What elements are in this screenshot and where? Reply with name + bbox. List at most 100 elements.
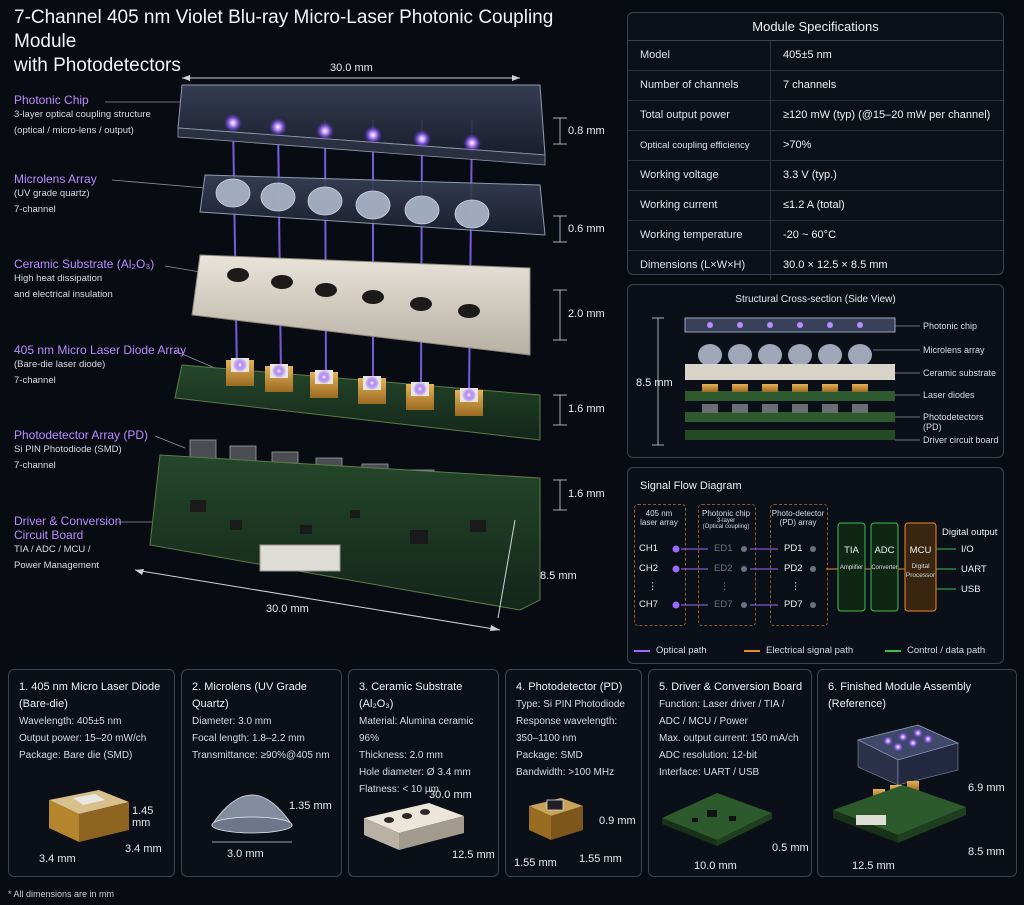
card-line: Material: Alumina ceramic xyxy=(359,716,474,727)
channel-label: CH2 xyxy=(639,563,659,574)
card-title: 4. Photodetector (PD) xyxy=(516,681,623,693)
card-line: ADC resolution: 12-bit xyxy=(659,750,757,761)
card-driver-board: 5. Driver & Conversion Board Function: L… xyxy=(648,669,812,877)
cross-section-height: 8.5 mm xyxy=(636,377,673,389)
ed-label: ED1 xyxy=(714,543,733,554)
spec-row: Optical coupling efficiency>70% xyxy=(628,131,1003,161)
laser-diode-illustration xyxy=(49,790,129,842)
dim: 10.0 mm xyxy=(694,860,737,872)
dim: 30.0 mm xyxy=(429,789,472,801)
thickness-photonic-chip: 0.8 mm xyxy=(568,125,605,137)
dim: 3.0 mm xyxy=(227,848,264,860)
output-uart: UART xyxy=(961,564,987,575)
card-line: 96% xyxy=(359,733,380,744)
adc-sub: Converter xyxy=(871,565,898,571)
dim: 6.9 mm xyxy=(968,782,1005,794)
legend-electrical: Electrical signal path xyxy=(766,645,854,656)
thickness-ceramic: 2.0 mm xyxy=(568,308,605,320)
card-line: Package: Bare die (SMD) xyxy=(19,750,133,761)
ceramic-illustration xyxy=(364,803,464,850)
card-line: ADC / MCU / Power xyxy=(659,716,748,727)
legend-optical: Optical path xyxy=(656,645,707,656)
card-line: Response wavelength: xyxy=(516,716,618,727)
dim: 12.5 mm xyxy=(452,849,495,861)
card-ceramic-substrate: 3. Ceramic Substrate (Al₂O₃) Material: A… xyxy=(348,669,499,877)
pd-label: ⋮ xyxy=(791,581,801,592)
card-title: 5. Driver & Conversion Board xyxy=(659,681,803,693)
card-title: 2. Microlens (UV Grade Quartz) xyxy=(192,681,307,710)
legend-control: Control / data path xyxy=(907,645,986,656)
card-line: Function: Laser driver / TIA / xyxy=(659,699,785,710)
card-line: Type: Si PIN Photodiode xyxy=(516,699,625,710)
card-line: Transmittance: ≥90%@405 nm xyxy=(192,750,330,761)
cross-section-drawing xyxy=(652,317,920,446)
spec-row: Total output power≥120 mW (typ) (@15–20 … xyxy=(628,101,1003,131)
driver-board-illustration xyxy=(662,793,772,846)
thickness-pd-board: 1.6 mm xyxy=(568,488,605,500)
mcu-block: MCU xyxy=(909,545,932,556)
thickness-microlens: 0.6 mm xyxy=(568,223,605,235)
card-line: 350–1100 nm xyxy=(516,733,577,744)
card-title: 1. 405 nm Micro Laser Diode(Bare-die) xyxy=(19,681,161,710)
dim: 1.35 mm xyxy=(289,800,332,812)
card-line: Interface: UART / USB xyxy=(659,767,760,778)
card-finished-module: 6. Finished Module Assembly(Reference) 6… xyxy=(817,669,1017,877)
photonic-chip-box xyxy=(698,504,756,626)
output-io: I/O xyxy=(961,544,974,555)
cs-label-laser-diodes: Laser diodes xyxy=(923,390,975,400)
card-title: 3. Ceramic Substrate (Al₂O₃) xyxy=(359,681,463,710)
label-microlens-array: Microlens Array (UV grade quartz) 7-chan… xyxy=(14,172,97,215)
top-dimension: 30.0 mm xyxy=(330,62,373,74)
channel-label: ⋮ xyxy=(648,581,658,592)
dim: 0.9 mm xyxy=(599,815,636,827)
label-driver-board: Driver & Conversion Circuit Board TIA / … xyxy=(14,514,122,571)
pd-array-box xyxy=(770,504,828,626)
dim: 3.4 mm xyxy=(125,843,162,855)
ed-label: ED2 xyxy=(714,563,733,574)
bottom-dimension: 30.0 mm xyxy=(266,603,309,615)
card-title: 6. Finished Module Assembly(Reference) xyxy=(828,681,972,710)
card-line: Diameter: 3.0 mm xyxy=(192,716,272,727)
pd-label: PD7 xyxy=(784,599,803,610)
spec-row: Working current≤1.2 A (total) xyxy=(628,191,1003,221)
card-line: Hole diameter: Ø 3.4 mm xyxy=(359,767,471,778)
tia-sub: Amplifier xyxy=(839,565,864,571)
card-line: Max. output current: 150 mA/ch xyxy=(659,733,799,744)
cross-section-title: Structural Cross-section (Side View) xyxy=(735,294,896,305)
page-title: 7-Channel 405 nm Violet Blu-ray Micro-La… xyxy=(14,6,614,78)
card-line: Flatness: < 10 μm xyxy=(359,784,439,795)
digital-output-header: Digital output xyxy=(942,527,998,538)
spec-row: Dimensions (L×W×H)30.0 × 12.5 × 8.5 mm xyxy=(628,251,1003,280)
label-laser-diode-array: 405 nm Micro Laser Diode Array (Bare-die… xyxy=(14,343,187,386)
exploded-view-diagram xyxy=(105,75,567,631)
card-line: Wavelength: 405±5 nm xyxy=(19,716,122,727)
mcu-sub-2: Processor xyxy=(905,572,936,579)
card-photodetector: 4. Photodetector (PD) Type: Si PIN Photo… xyxy=(505,669,642,877)
cross-section-panel: Structural Cross-section (Side View) 8.5… xyxy=(627,284,1004,458)
spec-row: Working temperature-20 ~ 60°C xyxy=(628,221,1003,251)
cs-label-photodetectors: Photodetectors (PD) xyxy=(923,412,984,432)
card-line: Package: SMD xyxy=(516,750,583,761)
ed-label: ⋮ xyxy=(720,581,730,592)
label-photonic-chip: Photonic Chip 3-layer optical coupling s… xyxy=(14,93,151,136)
cs-label-ceramic: Ceramic substrate xyxy=(923,368,997,378)
pd-label: PD2 xyxy=(784,563,803,574)
cs-label-photonic-chip: Photonic chip xyxy=(923,321,978,331)
label-ceramic-substrate: Ceramic Substrate (Al₂O₃) High heat diss… xyxy=(14,257,155,300)
finished-module-illustration xyxy=(833,724,966,843)
title-line-1: 7-Channel 405 nm Violet Blu-ray Micro-La… xyxy=(14,7,554,52)
pd-label: PD1 xyxy=(784,543,803,554)
photodetector-illustration xyxy=(529,798,583,840)
cs-label-microlens: Microlens array xyxy=(923,345,985,355)
ed-label: ED7 xyxy=(714,599,733,610)
channel-label: CH1 xyxy=(639,543,659,554)
output-usb: USB xyxy=(961,584,981,595)
thickness-laser-board: 1.6 mm xyxy=(568,403,605,415)
card-microlens: 2. Microlens (UV Grade Quartz) Diameter:… xyxy=(181,669,342,877)
dim: 12.5 mm xyxy=(852,860,895,872)
card-line: Thickness: 2.0 mm xyxy=(359,750,443,761)
